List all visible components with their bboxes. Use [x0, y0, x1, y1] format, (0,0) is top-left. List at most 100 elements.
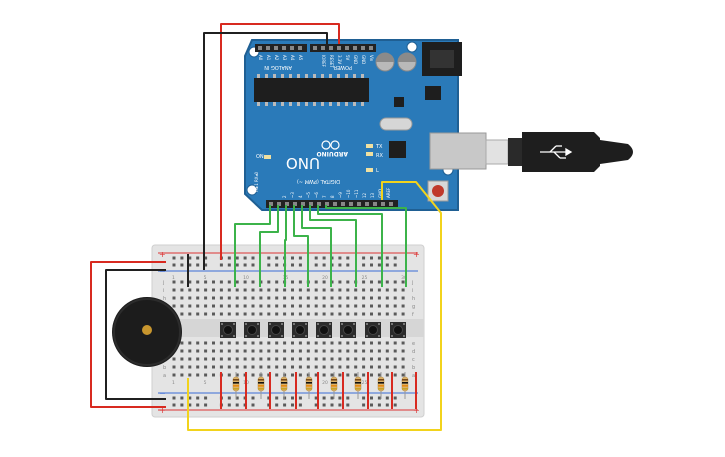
breadboard-hole [354, 341, 358, 345]
chip-pin [361, 74, 364, 78]
resistor-band [233, 388, 239, 390]
wire-red-5v [220, 23, 340, 260]
breadboard-rail-hole [235, 403, 239, 407]
digital-pin-label: ~11 [354, 189, 359, 198]
green-wires [234, 205, 407, 287]
breadboard-hole [267, 341, 271, 345]
pushbutton-leg [293, 323, 295, 325]
pushbutton-leg [403, 323, 405, 325]
breadboard-rail-hole [275, 256, 279, 260]
resistor-band [331, 388, 337, 390]
breadboard-hole [172, 304, 176, 308]
breadboard-hole [322, 341, 326, 345]
breadboard-hole [196, 341, 200, 345]
pushbutton-leg [233, 335, 235, 337]
breadboard-hole [275, 373, 279, 377]
breadboard-rail-hole [314, 256, 318, 260]
chip-pin [257, 74, 260, 78]
pushbutton[interactable] [340, 322, 356, 338]
header-pin [357, 202, 361, 206]
breadboard-hole [204, 312, 208, 316]
wire-yellow-buzzer [187, 181, 442, 431]
breadboard-rail-hole [188, 403, 192, 407]
breadboard-hole [393, 357, 397, 361]
digital-pin-label: ~6 [314, 192, 319, 198]
analog-pin-label: A4 [290, 55, 295, 61]
breadboard-hole [219, 304, 223, 308]
power-pin-label: GND [353, 55, 358, 64]
tx-led-label: TX [375, 144, 383, 150]
breadboard-hole [377, 341, 381, 345]
breadboard-rail-hole [172, 403, 176, 407]
breadboard-hole [259, 341, 263, 345]
reset-button[interactable] [427, 180, 449, 202]
breadboard-rail-hole [243, 263, 247, 267]
pushbutton[interactable] [292, 322, 308, 338]
breadboard-rail-hole [204, 263, 208, 267]
pushbutton-leg [317, 335, 319, 337]
breadboard-rail-hole [267, 403, 271, 407]
chip-pin [265, 102, 268, 106]
pushbutton-leg [257, 335, 259, 337]
breadboard-rail-hole [370, 263, 373, 267]
breadboard-rail-hole [393, 403, 397, 407]
breadboard-rail-hole [235, 263, 239, 267]
breadboard-hole [212, 365, 215, 369]
analog-pin-label: A3 [282, 55, 287, 61]
breadboard-hole [291, 296, 294, 300]
breadboard-rail-hole [385, 403, 389, 407]
breadboard-hole [362, 357, 366, 361]
digital-pin-label: 12 [362, 192, 367, 198]
pushbutton[interactable] [268, 322, 284, 338]
pushbutton[interactable] [390, 322, 406, 338]
header-pin [301, 202, 305, 206]
wire-red-buzzer-rail [90, 261, 166, 408]
breadboard-rail-hole [275, 263, 279, 267]
digital-pwm-label: DIGITAL (PWM ~) [297, 178, 340, 184]
pushbutton[interactable] [365, 322, 381, 338]
breadboard-hole [346, 296, 350, 300]
breadboard-hole [298, 280, 302, 284]
breadboard-row-letter: j [162, 280, 164, 286]
pushbutton[interactable] [244, 322, 260, 338]
breadboard-hole [267, 373, 271, 377]
digital-pin-label: 2 [282, 195, 287, 198]
breadboard-rail-hole [385, 263, 389, 267]
breadboard-hole [267, 312, 271, 316]
header-pin [325, 202, 329, 206]
breadboard-hole [204, 296, 208, 300]
breadboard-hole [219, 349, 223, 353]
breadboard-rail-hole [314, 263, 318, 267]
breadboard-rail-hole [338, 263, 342, 267]
pushbutton[interactable] [316, 322, 332, 338]
breadboard-hole [267, 280, 271, 284]
breadboard-hole [212, 296, 215, 300]
breadboard-hole [330, 373, 334, 377]
chip-pin [297, 102, 300, 106]
breadboard-hole [243, 296, 247, 300]
breadboard-hole [291, 280, 294, 284]
breadboard-rail-hole [227, 263, 231, 267]
pushbutton-leg [391, 335, 393, 337]
breadboard-hole [338, 312, 342, 316]
breadboard-rail-hole [322, 263, 326, 267]
breadboard-hole [243, 349, 247, 353]
breadboard-rail-hole [338, 403, 342, 407]
breadboard-hole [314, 373, 318, 377]
header-pin [285, 202, 289, 206]
breadboard-hole [362, 304, 366, 308]
breadboard-hole [291, 357, 294, 361]
breadboard-hole [227, 296, 231, 300]
breadboard-hole [306, 349, 310, 353]
pushbuttons [220, 322, 406, 338]
resistor-band [281, 379, 287, 381]
breadboard-hole [362, 280, 366, 284]
breadboard-rail-hole [314, 396, 318, 400]
breadboard-hole [227, 373, 231, 377]
breadboard-rail-hole [298, 256, 302, 260]
resistor-band [233, 382, 239, 384]
pushbutton[interactable] [220, 322, 236, 338]
breadboard-hole [172, 373, 176, 377]
breadboard-rail-hole [172, 263, 176, 267]
resistor-band [258, 388, 264, 390]
